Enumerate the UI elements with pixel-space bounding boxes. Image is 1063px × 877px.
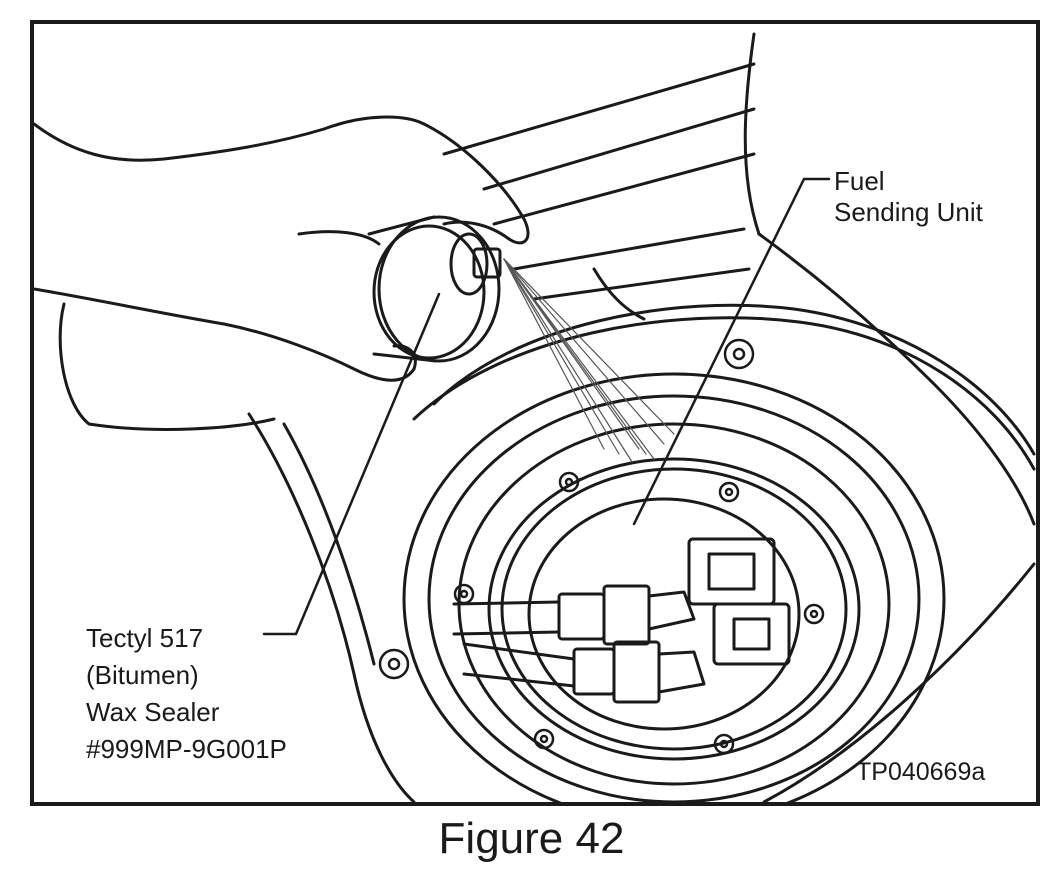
spray-can	[58, 215, 502, 431]
label-wax-line2: (Bitumen)	[86, 660, 199, 690]
label-wax-sealer: Tectyl 517 (Bitumen) Wax Sealer #999MP-9…	[86, 620, 287, 768]
label-wax-line4: #999MP-9G001P	[86, 734, 287, 764]
leader-lines	[262, 177, 831, 636]
wiring-connectors	[452, 537, 791, 704]
label-fuel-line2: Sending Unit	[834, 197, 983, 227]
label-fuel-line1: Fuel	[834, 166, 885, 196]
floor-panel	[247, 32, 1036, 802]
sending-unit-flange	[487, 457, 861, 761]
spray-mist	[503, 258, 675, 463]
access-hole	[402, 372, 946, 802]
flange-bolts	[378, 338, 825, 755]
figure-caption: Figure 42	[438, 814, 625, 863]
label-wax-line3: Wax Sealer	[86, 697, 220, 727]
figure-code: TP040669a	[856, 758, 986, 786]
label-fuel-sending-unit: Fuel Sending Unit	[834, 166, 983, 228]
hand	[34, 115, 530, 382]
label-wax-line1: Tectyl 517	[86, 623, 204, 653]
leader-line-fuel-sending-unit	[632, 177, 831, 526]
leader-line-wax-sealer	[262, 292, 441, 636]
figure-frame: Fuel Sending Unit Tectyl 517 (Bitumen) W…	[30, 20, 1040, 806]
fuel-sender-illustration	[34, 32, 1036, 802]
